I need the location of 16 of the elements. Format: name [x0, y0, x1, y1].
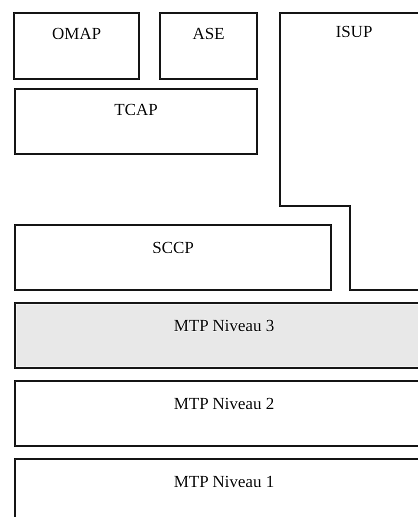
layer-box: [14, 458, 418, 517]
layer-box: [159, 12, 258, 80]
layer-box: [14, 380, 418, 447]
layer-label: MTP Niveau 2: [174, 394, 274, 414]
layer-label: SCCP: [152, 238, 194, 258]
layer-label: MTP Niveau 3: [174, 316, 274, 336]
layer-label: TCAP: [114, 100, 158, 120]
layer-box: [14, 224, 332, 291]
layer-label: MTP Niveau 1: [174, 472, 274, 492]
layer-label: OMAP: [52, 24, 102, 44]
layer-box: [14, 302, 418, 369]
layer-box: [13, 12, 140, 80]
layer-shape: [279, 12, 418, 291]
layer-label: ASE: [192, 24, 225, 44]
layer-label: ISUP: [336, 22, 372, 42]
layer-box: [14, 88, 258, 155]
